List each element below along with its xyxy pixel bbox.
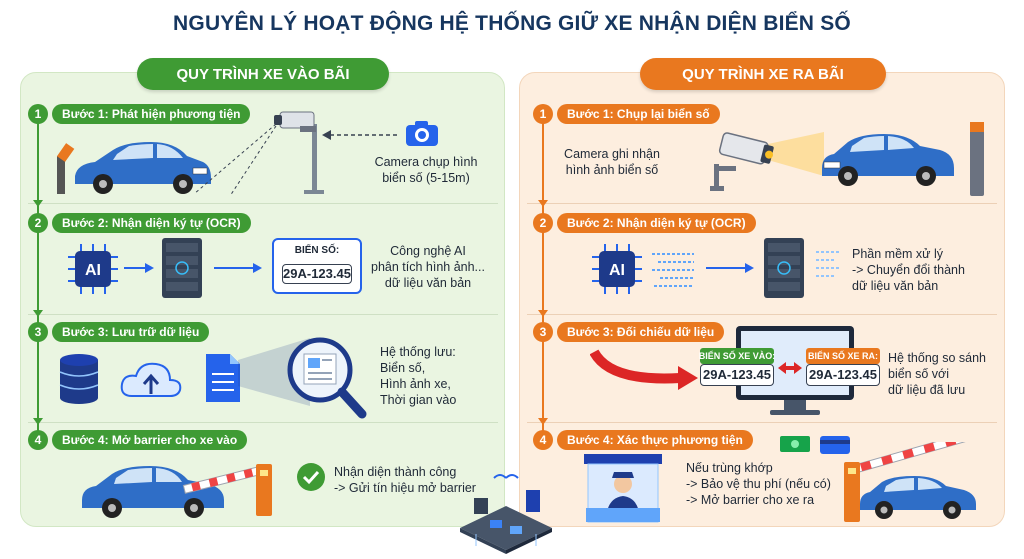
- entry-step-4-desc-2: -> Gửi tín hiệu mở barrier: [334, 481, 476, 495]
- svg-text:AI: AI: [609, 262, 625, 279]
- exit-flow-line: [542, 116, 544, 436]
- compare-arrows-icon: [778, 362, 802, 374]
- barrier-icon: [970, 122, 984, 196]
- cloud-upload-icon: [120, 362, 182, 397]
- photo-camera-icon: [406, 121, 438, 146]
- plate-in-value: 29A-123.45: [700, 364, 774, 386]
- entry-flow-line: [37, 116, 39, 436]
- exit-step-4-desc-3: -> Mở barrier cho xe ra: [686, 493, 815, 507]
- exit-step-4-label: Bước 4: Xác thực phương tiện: [557, 430, 753, 450]
- exit-step-4-badge: 4: [533, 430, 553, 450]
- exit-step-2-badge: 2: [533, 213, 553, 233]
- car-icon: [56, 142, 211, 194]
- entry-step-3-badge: 3: [28, 322, 48, 342]
- entry-step-3-label: Bước 3: Lưu trữ dữ liệu: [52, 322, 210, 342]
- exit-step-4-desc-1: Nếu trùng khớp: [686, 461, 773, 475]
- exit-step-3-label: Bước 3: Đối chiếu dữ liệu: [557, 322, 725, 342]
- svg-text:AI: AI: [85, 262, 101, 279]
- exit-step-2-desc-2: -> Chuyển đổi thành: [852, 263, 965, 277]
- entry-step-2-desc-2: phân tích hình ảnh...: [371, 260, 485, 274]
- divider: [28, 203, 498, 204]
- entry-heading: QUY TRÌNH XE VÀO BÃI: [137, 58, 389, 90]
- magnifier-icon: [238, 337, 367, 419]
- barrier-open-icon: [182, 464, 272, 516]
- entry-step-4-badge: 4: [28, 430, 48, 450]
- cash-icon: [780, 436, 810, 452]
- exit-heading: QUY TRÌNH XE RA BÃI: [640, 58, 886, 90]
- exit-step-4-desc-2: -> Bảo vệ thu phí (nếu có): [686, 477, 831, 491]
- arrow-left-icon: [322, 130, 400, 140]
- flow-arrow-icon: [538, 418, 548, 425]
- divider: [28, 314, 498, 315]
- plate-scan-icon: BIỂN SỐ: 29A-123.45: [272, 238, 362, 294]
- flow-arrow-icon: [33, 418, 43, 425]
- plate-title: BIỂN SỐ:: [294, 245, 340, 256]
- scan-beam-icon: [193, 123, 277, 197]
- entry-step-3-desc-3: Hình ảnh xe,: [380, 377, 451, 391]
- page-title: NGUYÊN LÝ HOẠT ĐỘNG HỆ THỐNG GIỮ XE NHẬN…: [173, 12, 851, 35]
- arrow-right-icon: [214, 263, 262, 273]
- plate-value: 29A-123.45: [282, 264, 352, 284]
- entry-step-3-desc-2: Biển số,: [380, 361, 426, 375]
- smart-parking-lot-icon: [460, 474, 552, 554]
- server-icon: [162, 238, 202, 298]
- car-icon: [822, 134, 954, 186]
- entry-step-4-label: Bước 4: Mở barrier cho xe vào: [52, 430, 248, 450]
- data-stream-icon: [652, 253, 694, 287]
- divider: [527, 314, 997, 315]
- exit-step-1-desc-1: Camera ghi nhận: [564, 147, 660, 161]
- flow-arrow-icon: [538, 200, 548, 207]
- arrow-right-icon: [124, 263, 154, 273]
- check-circle-icon: [297, 463, 325, 491]
- guard-booth-icon: [584, 454, 662, 523]
- exit-step-2-desc-1: Phần mềm xử lý: [852, 247, 944, 261]
- cctv-camera-icon: [710, 132, 824, 191]
- flow-arrow-icon: [538, 310, 548, 317]
- entry-step-1-label: Bước 1: Phát hiện phương tiện: [52, 104, 251, 124]
- car-icon: [82, 466, 224, 518]
- entry-step-2-label: Bước 2: Nhận diện ký tự (OCR): [52, 213, 251, 233]
- entry-step-4-desc-1: Nhận diện thành công: [334, 465, 457, 479]
- divider: [28, 422, 498, 423]
- exit-step-2-desc-3: dữ liệu văn bản: [852, 279, 939, 293]
- divider: [527, 203, 997, 204]
- plate-out-value: 29A-123.45: [806, 364, 880, 386]
- server-icon: [764, 238, 804, 298]
- entry-step-2-desc-3: dữ liệu văn bản: [384, 276, 472, 290]
- exit-step-1-desc-2: hình ảnh biển số: [565, 163, 659, 177]
- entry-step-2-desc-1: Công nghệ AI: [390, 244, 466, 258]
- camera-pole-icon: [274, 111, 324, 194]
- exit-step-2-label: Bước 2: Nhận diện ký tự (OCR): [557, 213, 756, 233]
- barrier-open-icon: [844, 442, 988, 522]
- entry-step-1-desc-1: Camera chụp hình: [374, 155, 478, 169]
- exit-step-1-badge: 1: [533, 104, 553, 124]
- exit-step-3-badge: 3: [533, 322, 553, 342]
- card-icon: [820, 436, 850, 454]
- entry-step-3-desc-4: Thời gian vào: [380, 393, 457, 407]
- exit-step-3-desc-3: dữ liệu đã lưu: [888, 383, 966, 397]
- entry-step-1-desc-2: biển số (5-15m): [382, 171, 470, 185]
- flow-arrow-icon: [33, 310, 43, 317]
- flow-arrow-icon: [33, 200, 43, 207]
- arrow-right-icon: [706, 263, 754, 273]
- plate-in-tag: BIỂN SỐ XE VÀO:: [699, 348, 775, 364]
- car-icon: [860, 476, 976, 519]
- database-icon: [59, 354, 99, 404]
- exit-step-3-desc-1: Hệ thống so sánh: [888, 351, 986, 365]
- document-icon: [206, 354, 240, 402]
- data-stream-icon: [816, 251, 840, 277]
- entry-step-3-desc-1: Hệ thống lưu:: [380, 345, 456, 359]
- exit-step-3-desc-2: biển số với: [888, 367, 950, 381]
- exit-step-1-label: Bước 1: Chụp lại biển số: [557, 104, 720, 124]
- curved-arrow-icon: [590, 349, 698, 390]
- entry-step-2-badge: 2: [28, 213, 48, 233]
- entry-step-1-badge: 1: [28, 104, 48, 124]
- divider: [527, 422, 997, 423]
- ai-chip-icon: AI: [592, 244, 642, 294]
- plate-out-tag: BIỂN SỐ XE RA:: [806, 348, 880, 364]
- entry-panel: [20, 72, 505, 527]
- ai-chip-icon: AI: [68, 244, 118, 294]
